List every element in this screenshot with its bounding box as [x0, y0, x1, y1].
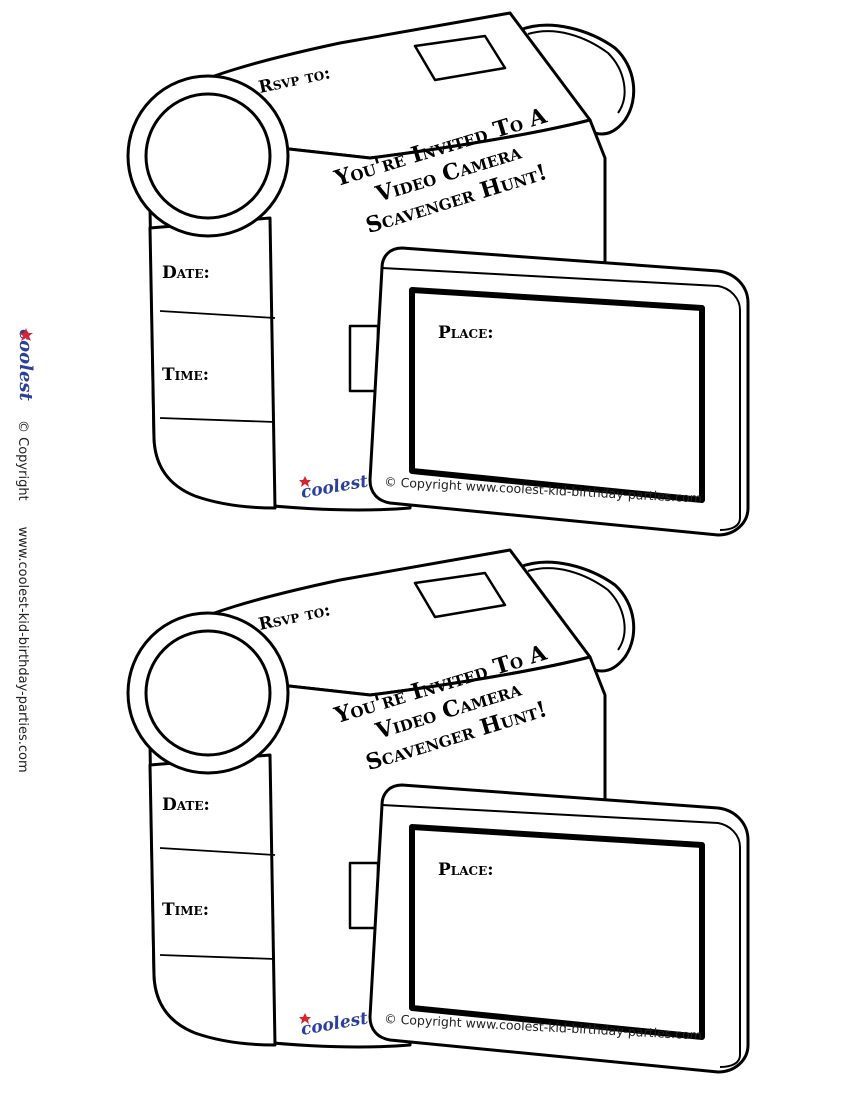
place-label: Place: [438, 323, 494, 343]
time-label: Time: [162, 900, 209, 920]
video-camera-drawing: Rsvp to: You're Invited To A Video Camer… [126, 548, 750, 1074]
time-label: Time: [162, 365, 209, 385]
sidebar-url: www.coolest-kid-birthday-parties.com [15, 526, 30, 773]
coolest-logo-icon: coolest [15, 328, 34, 402]
sidebar-watermark: coolest © Copyright www.coolest-kid-birth… [0, 300, 40, 860]
video-camera-drawing: Rsvp to: You're Invited To A Video Camer… [126, 11, 750, 537]
date-label: Date: [162, 795, 210, 815]
sidebar-copyright: © Copyright [15, 420, 30, 501]
sidebar-logo-text: coolest [15, 329, 34, 401]
sidebar-text: © Copyright www.coolest-kid-birthday-part… [8, 420, 30, 840]
invitation-card-2: Rsvp to: You're Invited To A Video Camer… [120, 545, 780, 1075]
invitation-card-1: Rsvp to: You're Invited To A Video Camer… [120, 8, 780, 538]
place-label: Place: [438, 860, 494, 880]
date-label: Date: [162, 263, 210, 283]
logo-star-icon [299, 476, 311, 487]
logo-star-icon [299, 1013, 311, 1024]
